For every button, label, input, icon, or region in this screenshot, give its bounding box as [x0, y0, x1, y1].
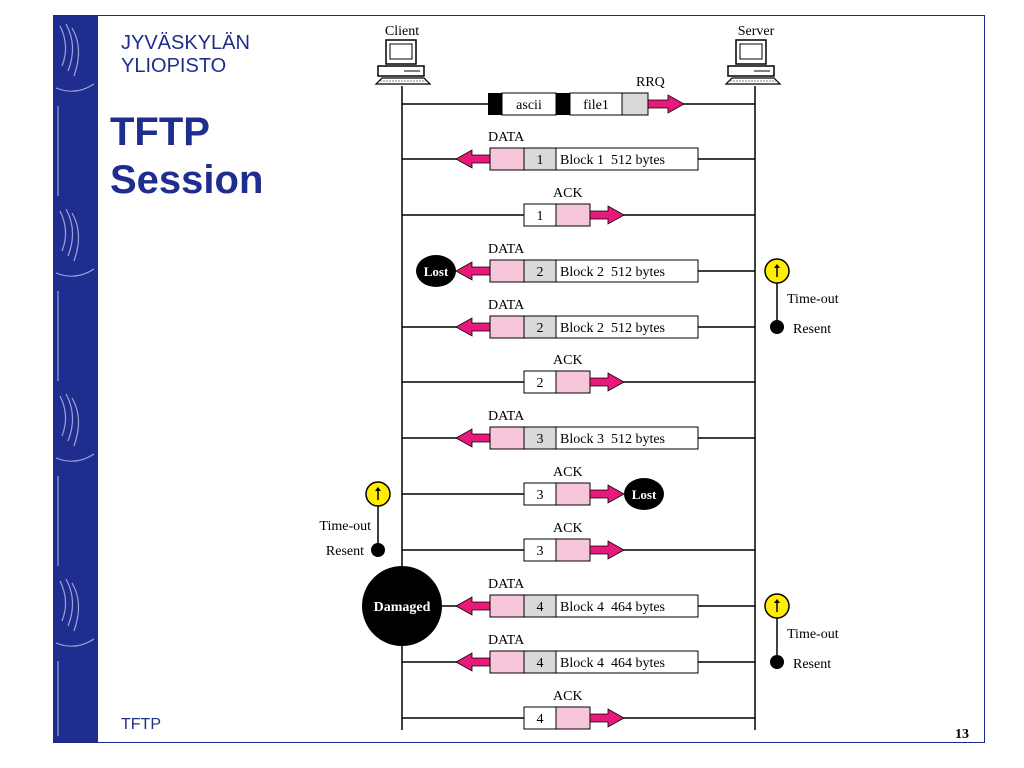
block-number: 4	[537, 656, 544, 671]
message-label: ACK	[553, 521, 583, 536]
data-message-1: DATA 1 Block 1 512 bytes	[402, 130, 755, 171]
block-description: Block 3 512 bytes	[560, 432, 665, 447]
resent-label: Resent	[793, 657, 831, 672]
slide-frame	[53, 15, 985, 743]
message-label: ACK	[553, 465, 583, 480]
block-description: Block 4 464 bytes	[560, 656, 665, 671]
ack-message-2: ACK 2	[402, 353, 755, 394]
client-computer-icon	[375, 39, 431, 85]
timeout-label: Time-out	[787, 627, 839, 642]
block-number: 3	[537, 488, 544, 503]
block-number: 3	[537, 432, 544, 447]
message-label: DATA	[488, 298, 525, 313]
lost-label: Lost	[424, 264, 449, 279]
client-label: Client	[385, 24, 419, 39]
block-number: 4	[537, 600, 544, 615]
message-label: ACK	[553, 353, 583, 368]
rrq-mode: ascii	[516, 98, 542, 113]
timer-icon	[764, 593, 790, 619]
message-label: DATA	[488, 577, 525, 592]
block-number: 1	[537, 153, 544, 168]
block-number: 3	[537, 544, 544, 559]
damaged-marker	[362, 566, 442, 646]
university-name-line1: JYVÄSKYLÄN	[121, 32, 250, 54]
page-number: 13	[955, 727, 969, 742]
rrq-message: RRQ ascii file1	[402, 75, 755, 116]
ack-message-3-resent: ACK 3	[402, 521, 755, 562]
ack-message-1: ACK 1	[402, 186, 755, 227]
block-description: Block 2 512 bytes	[560, 265, 665, 280]
data-message-3: DATA 3 Block 3 512 bytes	[402, 409, 755, 450]
block-description: Block 2 512 bytes	[560, 321, 665, 336]
university-name-line2: YLIOPISTO	[121, 55, 227, 77]
arrow-right-icon	[589, 205, 625, 225]
arrow-left-icon	[455, 149, 491, 169]
resent-dot-icon	[770, 320, 784, 334]
resent-dot-icon	[770, 655, 784, 669]
resent-label: Resent	[326, 544, 364, 559]
arrow-right-icon	[589, 708, 625, 728]
timeout-label: Time-out	[787, 292, 839, 307]
message-label: DATA	[488, 130, 525, 145]
timer-icon	[365, 481, 391, 507]
block-description: Block 1 512 bytes	[560, 153, 665, 168]
lost-marker	[624, 478, 664, 510]
client-timeout: Time-out Resent	[319, 481, 391, 559]
rrq-filename: file1	[583, 98, 609, 113]
rrq-label: RRQ	[636, 75, 665, 90]
arrow-right-icon	[589, 484, 625, 504]
block-number: 4	[537, 712, 544, 727]
slide-title-line1: TFTP	[110, 110, 210, 154]
server-computer-icon	[725, 39, 781, 85]
slide-title-line2: Session	[110, 158, 264, 202]
arrow-right-icon	[589, 540, 625, 560]
ack-message-3-lost: ACK 3 Lost	[402, 465, 664, 510]
server-timeout-1: Time-out Resent	[764, 258, 839, 337]
timeout-label: Time-out	[319, 519, 371, 534]
block-number: 1	[537, 209, 544, 224]
message-label: DATA	[488, 409, 525, 424]
block-number: 2	[537, 376, 544, 391]
ack-message-4: ACK 4	[402, 689, 755, 730]
message-label: ACK	[553, 689, 583, 704]
block-number: 2	[537, 321, 544, 336]
arrow-left-icon	[455, 261, 491, 281]
arrow-right-icon	[589, 372, 625, 392]
arrow-left-icon	[455, 428, 491, 448]
server-label: Server	[738, 24, 775, 39]
arrow-left-icon	[455, 596, 491, 616]
footer-label: TFTP	[121, 716, 161, 733]
damaged-label: Damaged	[374, 600, 431, 615]
data-message-2-lost: DATA 2 Block 2 512 bytes Lost	[416, 242, 755, 287]
block-number: 2	[537, 265, 544, 280]
arrow-right-icon	[647, 94, 685, 114]
data-message-2-resent: DATA 2 Block 2 512 bytes	[402, 298, 755, 339]
data-message-4-damaged: DATA 4 Block 4 464 bytes Damaged	[362, 566, 755, 646]
arrow-left-icon	[455, 652, 491, 672]
message-label: DATA	[488, 242, 525, 257]
torch-logo-pattern-icon	[55, 23, 95, 736]
resent-label: Resent	[793, 322, 831, 337]
server-timeout-2: Time-out Resent	[764, 593, 839, 672]
arrow-left-icon	[455, 317, 491, 337]
lost-marker	[416, 255, 456, 287]
message-label: ACK	[553, 186, 583, 201]
timer-icon	[764, 258, 790, 284]
lost-label: Lost	[632, 487, 657, 502]
university-name: JYVÄSKYLÄN YLIOPISTO	[121, 32, 250, 78]
slide-title: TFTP Session	[110, 108, 263, 204]
block-description: Block 4 464 bytes	[560, 600, 665, 615]
decorative-side-band	[54, 16, 98, 742]
resent-dot-icon	[371, 543, 385, 557]
message-label: DATA	[488, 633, 525, 648]
data-message-4-resent: DATA 4 Block 4 464 bytes	[402, 633, 755, 674]
